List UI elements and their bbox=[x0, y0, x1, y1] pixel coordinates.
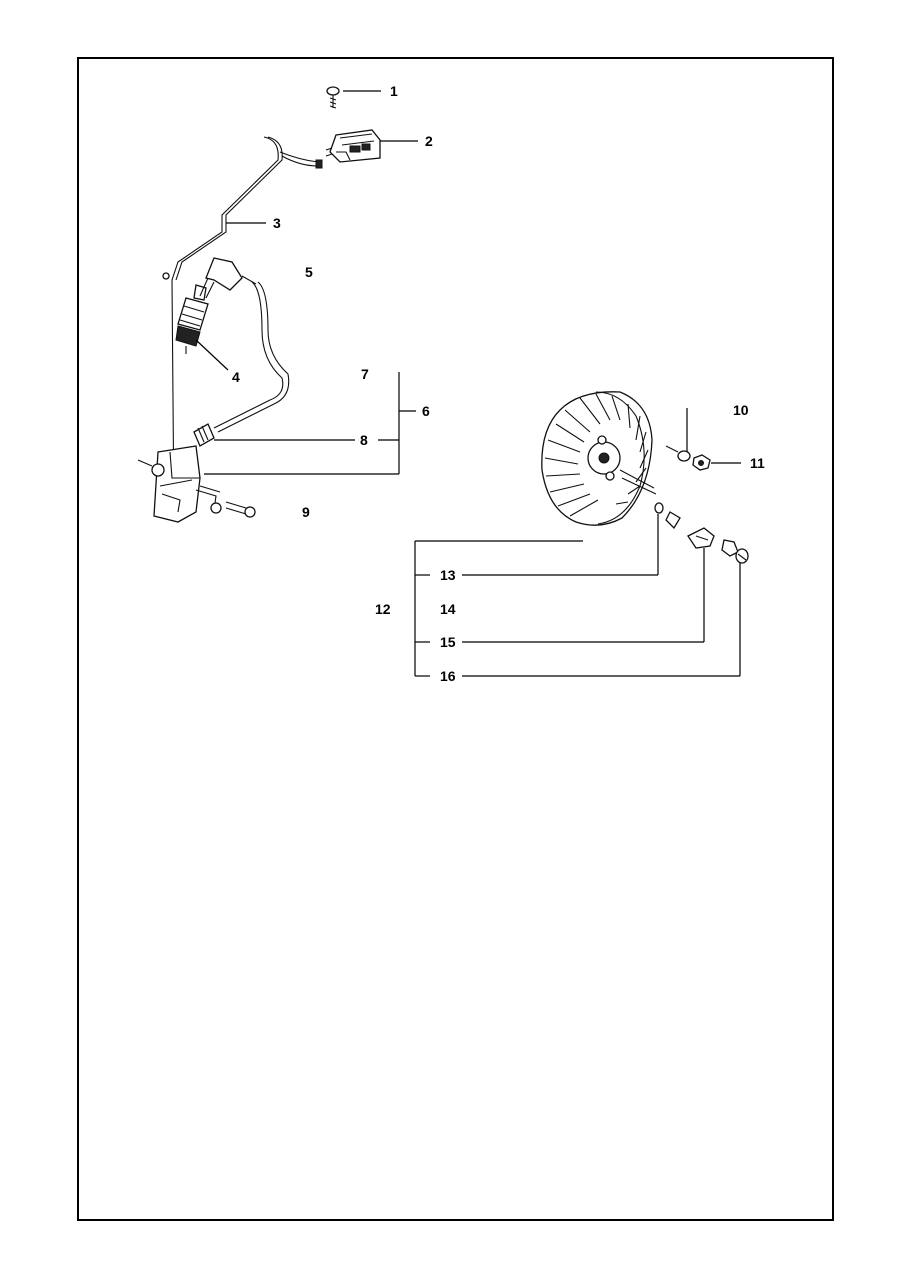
flywheel-fins bbox=[544, 393, 649, 517]
callout-9: 9 bbox=[302, 504, 310, 520]
callout-8: 8 bbox=[360, 432, 368, 448]
callout-4: 4 bbox=[232, 369, 240, 385]
callout-5: 5 bbox=[305, 264, 313, 280]
spring-part-15 bbox=[687, 527, 715, 549]
callout-15: 15 bbox=[440, 634, 456, 650]
washer-part-13 bbox=[654, 502, 664, 514]
cable-part-3 bbox=[162, 136, 323, 521]
nut-part-11 bbox=[692, 454, 711, 471]
callout-12: 12 bbox=[375, 601, 391, 617]
callout-16: 16 bbox=[440, 668, 456, 684]
pawl-part-14 bbox=[665, 511, 681, 530]
callout-11: 11 bbox=[750, 455, 765, 471]
page-border bbox=[77, 57, 834, 1221]
ignition-module-part-9 bbox=[137, 445, 256, 523]
bracket-group-12 bbox=[414, 514, 741, 677]
callout-10: 10 bbox=[733, 402, 749, 418]
leader-line-4 bbox=[195, 339, 229, 371]
screw-part-16 bbox=[721, 539, 749, 564]
callout-1: 1 bbox=[390, 83, 398, 99]
washer-part-10 bbox=[665, 408, 691, 462]
callout-2: 2 bbox=[425, 133, 433, 149]
screw-part-1 bbox=[326, 86, 340, 109]
callout-14: 14 bbox=[440, 601, 456, 617]
flywheel-part-12 bbox=[541, 391, 657, 526]
callout-6: 6 bbox=[422, 403, 430, 419]
connector-part-8 bbox=[193, 423, 215, 447]
callout-13: 13 bbox=[440, 567, 456, 583]
switch-part-2 bbox=[325, 129, 381, 163]
spark-plug-part-4 bbox=[175, 284, 209, 354]
plug-cap-part-5 bbox=[199, 257, 290, 433]
callout-3: 3 bbox=[273, 215, 281, 231]
callout-7: 7 bbox=[361, 366, 369, 382]
bracket-group-6 bbox=[204, 372, 416, 475]
